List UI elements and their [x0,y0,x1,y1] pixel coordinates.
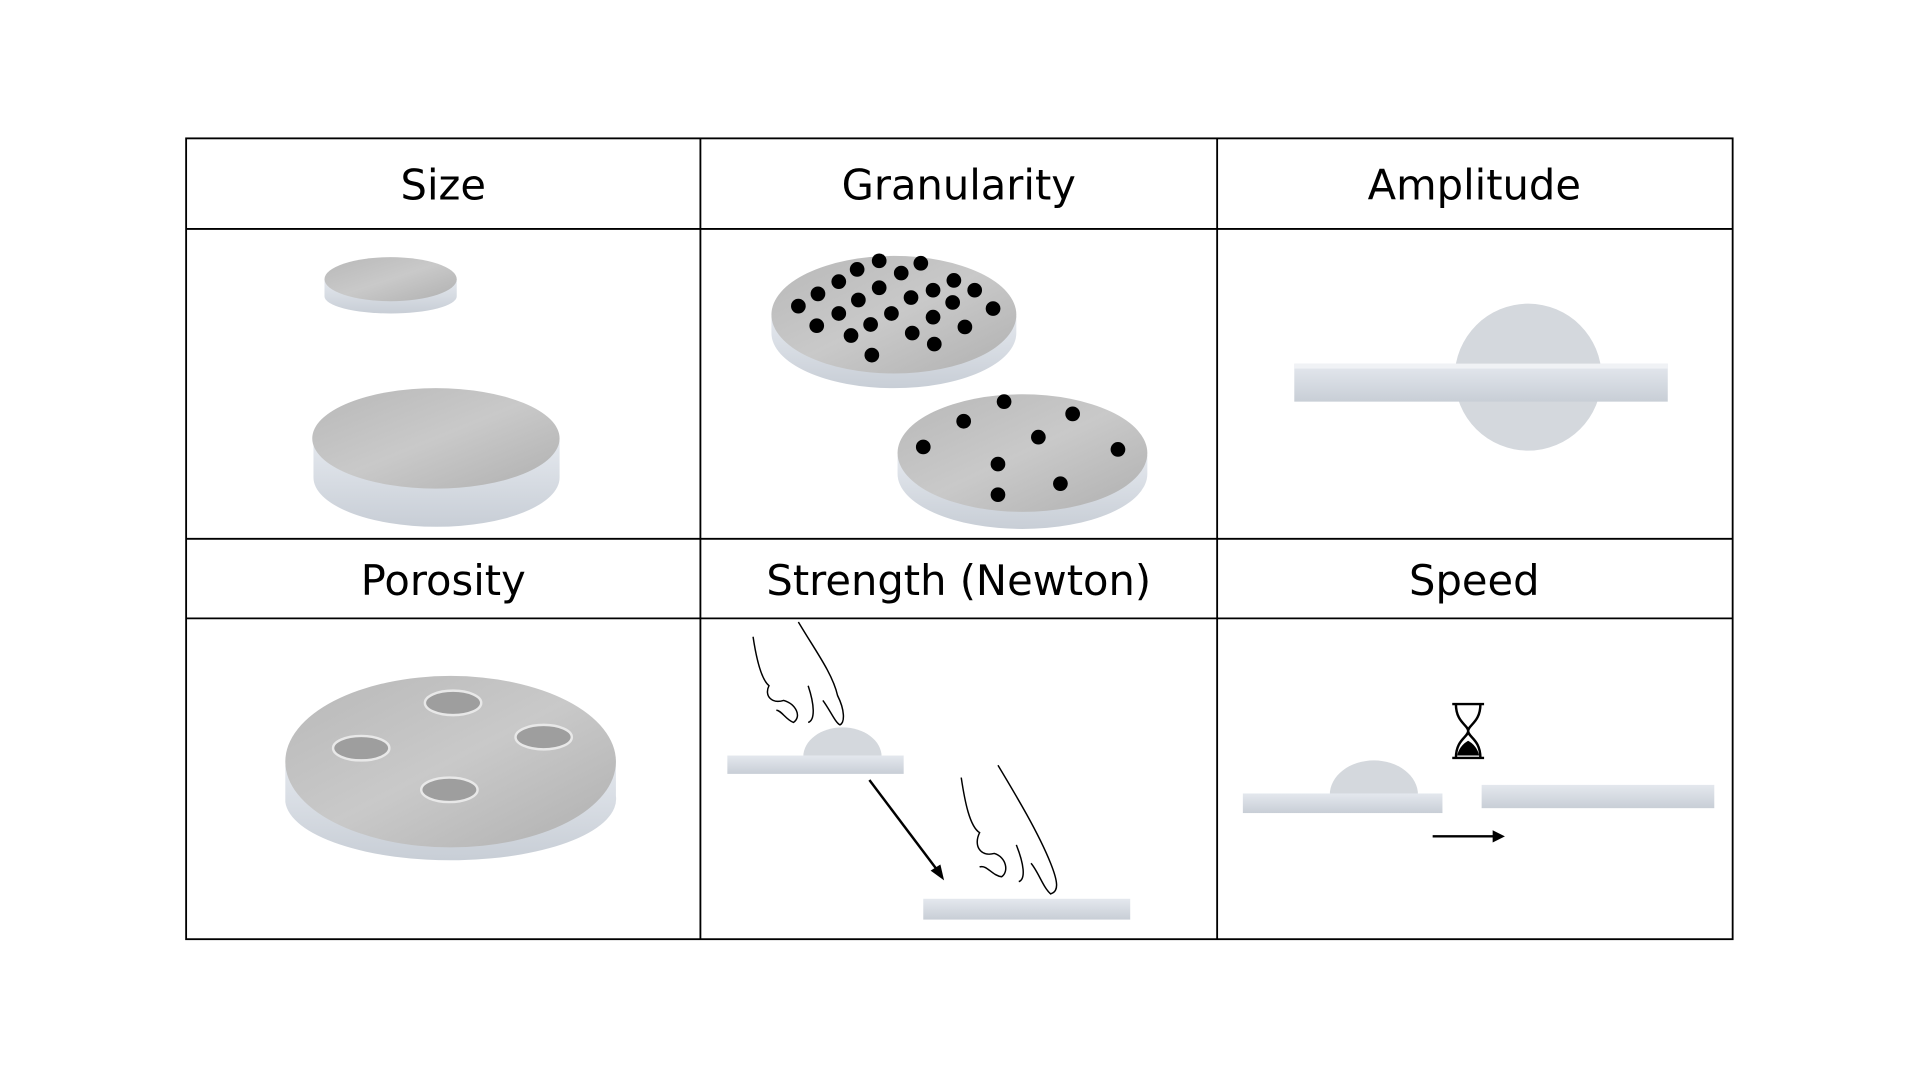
header-size: Size [401,161,486,210]
large-disc-illustration [312,388,560,527]
hand-icon [752,621,845,726]
small-disc-illustration [324,257,457,314]
arrow-icon [1432,830,1505,843]
header-granularity: Granularity [842,161,1076,210]
coarse-grain-disc-illustration [897,394,1148,529]
hourglass-icon [1452,702,1485,760]
strength-illustration [727,621,1131,920]
amplitude-illustration [1294,303,1668,451]
pores [331,689,574,804]
header-strength: Strength (Newton) [766,556,1151,605]
hand-icon [960,764,1058,895]
table-grid [185,137,1734,941]
porous-disc-illustration [285,675,617,861]
header-amplitude: Amplitude [1368,161,1581,210]
header-porosity: Porosity [361,556,526,605]
arrow-icon [868,779,945,881]
speed-illustration [1242,702,1715,843]
header-speed: Speed [1409,556,1539,605]
grain-dots [791,253,1001,363]
fine-grain-disc-illustration [771,253,1017,389]
